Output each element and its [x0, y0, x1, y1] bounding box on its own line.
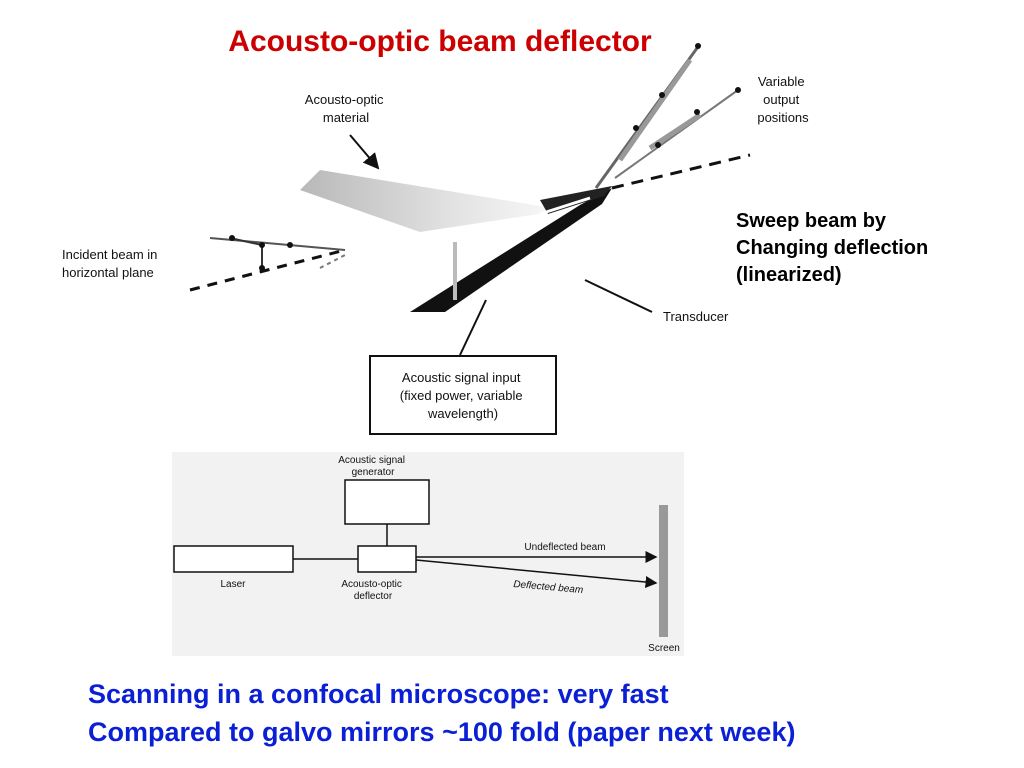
signal-generator-box — [344, 479, 430, 525]
acousto-optic-material-plate — [300, 170, 565, 232]
deflector-label: Acousto-optic deflector — [341, 579, 404, 602]
sweep-note-line: (linearized) — [736, 264, 842, 286]
laser-label: Laser — [220, 579, 246, 590]
incident-beam-label: Incident beam in horizontal plane — [62, 247, 161, 280]
transducer-label: Transducer — [663, 309, 729, 324]
sweep-note: Sweep beam by Changing deflection (linea… — [736, 208, 928, 289]
slide-title: Acousto-optic beam deflector — [228, 25, 652, 58]
caption-line: Compared to galvo mirrors ~100 fold (pap… — [88, 717, 796, 747]
undeflected-label: Undeflected beam — [524, 542, 605, 553]
deflector-box — [357, 545, 417, 573]
generator-label: Acoustic signal generator — [338, 455, 407, 478]
sweep-note-line: Changing deflection — [736, 237, 929, 259]
laser-box — [173, 545, 294, 573]
top-figure: Acousto-optic material Incident beam in … — [62, 43, 809, 435]
bottom-figure: Acoustic signal generator Laser Acousto-… — [172, 452, 684, 656]
material-label: Acousto-optic material — [305, 92, 387, 125]
deflected-beam — [415, 559, 658, 588]
transducer-bar — [410, 188, 612, 312]
incident-beam-line — [189, 248, 346, 292]
acoustic-signal-input-label: Acoustic signal input (fixed power, vari… — [400, 370, 526, 421]
output-positions-label: Variable output positions — [757, 74, 809, 125]
screen-bar — [659, 505, 668, 637]
sweep-note-line: Sweep beam by — [736, 210, 887, 232]
output-beam-2 — [614, 89, 739, 179]
caption-line: Scanning in a confocal microscope: very … — [88, 679, 669, 709]
output-beam-undeflected — [611, 153, 751, 190]
screen-label: Screen — [648, 643, 680, 654]
acoustic-signal-input-box — [369, 355, 557, 435]
slide-caption: Scanning in a confocal microscope: very … — [88, 675, 795, 751]
